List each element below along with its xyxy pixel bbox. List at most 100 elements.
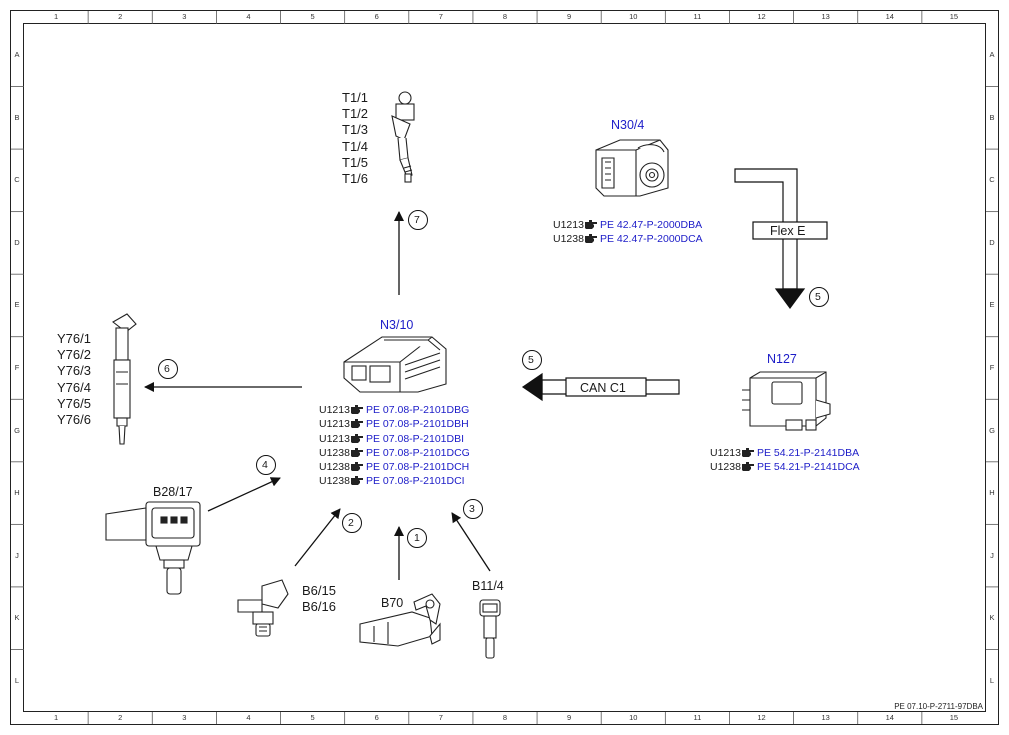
can-bus-label: CAN C1 xyxy=(580,381,626,395)
grid-column-label: 4 xyxy=(246,12,251,21)
marker-5-can: 5 xyxy=(528,354,534,366)
esp-label: N30/4 xyxy=(611,118,645,132)
grid-row-label: C xyxy=(14,175,20,185)
injector-label: Y76/5 xyxy=(57,395,91,411)
grid-column-label: 8 xyxy=(502,12,508,21)
outer-frame xyxy=(10,10,999,725)
grid-column-label: 6 xyxy=(374,12,379,21)
marker-5-flexray: 5 xyxy=(815,291,821,303)
gateway-variant-code: U1238 xyxy=(710,461,741,474)
grid-row-label: L xyxy=(989,675,995,685)
ecu-variant-code: U1238 xyxy=(319,446,350,459)
esp-variant-code: U1238 xyxy=(553,233,584,246)
ecu-document-link[interactable]: PE 07.08-P-2101DCG xyxy=(365,446,470,459)
grid-column-label: 11 xyxy=(693,713,702,722)
pointing-hand-icon xyxy=(350,404,366,416)
pointing-hand-icon xyxy=(584,233,600,245)
ecu-document-link[interactable]: PE 07.08-P-2101DBH xyxy=(365,418,469,431)
ignition-coil-label: T1/3 xyxy=(342,122,369,138)
marker-2: 2 xyxy=(348,517,354,529)
injector-label: Y76/4 xyxy=(57,379,91,395)
grid-row-label: B xyxy=(989,112,995,122)
grid-column-label: 3 xyxy=(182,713,187,722)
grid-column-label: 14 xyxy=(885,713,894,722)
esp-variant-code: U1213 xyxy=(553,219,584,231)
coolant-sensor-label: B11/4 xyxy=(472,579,504,593)
pointing-hand-icon xyxy=(741,461,757,473)
grid-column-label: 15 xyxy=(949,12,959,21)
pressure-sensor-drawing xyxy=(105,501,201,595)
pointing-hand-icon xyxy=(584,219,600,231)
ecu-reference-row: U1213 PE 07.08-P-2101DBG xyxy=(319,403,470,417)
grid-row-label: F xyxy=(14,363,20,372)
crankshaft-sensor-drawing xyxy=(359,593,441,647)
ecu-variant-code: U1213 xyxy=(319,432,350,445)
gateway-label: N127 xyxy=(767,352,797,366)
arrow-from-pressure-sensor xyxy=(207,477,281,512)
grid-row-label: L xyxy=(14,675,20,685)
grid-row-label: C xyxy=(989,175,995,185)
grid-column-label: 12 xyxy=(757,713,766,722)
grid-row-label: F xyxy=(989,363,995,372)
crankshaft-sensor-label: B70 xyxy=(381,596,404,610)
pointing-hand-icon xyxy=(741,447,757,459)
marker-circles xyxy=(158,210,829,548)
esp-reference-row: U1213 PE 42.47-P-2000DBA xyxy=(553,218,703,232)
ignition-coil-drawing xyxy=(391,91,415,183)
grid-column-label: 10 xyxy=(629,713,638,722)
grid-column-label: 13 xyxy=(821,12,830,21)
camshaft-sensor-drawing xyxy=(237,579,289,637)
marker-6: 6 xyxy=(164,363,170,375)
gateway-document-link[interactable]: PE 54.21-P-2141DCA xyxy=(756,461,860,474)
ecu-variant-code: U1213 xyxy=(319,404,350,416)
grid-row-label: D xyxy=(989,237,995,247)
gateway-variant-code: U1213 xyxy=(710,447,741,459)
grid-column-label: 6 xyxy=(374,713,379,722)
camshaft-sensor-labels: B6/15 B6/16 xyxy=(302,583,336,615)
coolant-sensor-drawing xyxy=(479,599,501,659)
grid-row-label: E xyxy=(989,300,995,310)
ecu-document-link[interactable]: PE 07.08-P-2101DCH xyxy=(365,461,470,474)
grid-column-label: 15 xyxy=(949,713,959,722)
gateway-document-link[interactable]: PE 54.21-P-2141DBA xyxy=(756,447,860,459)
injector-label: Y76/2 xyxy=(57,347,91,363)
camshaft-sensor-label: B6/16 xyxy=(302,599,336,615)
ignition-coil-label: T1/6 xyxy=(342,171,369,187)
esp-document-link[interactable]: PE 42.47-P-2000DBA xyxy=(599,219,703,231)
ecu-variant-code: U1238 xyxy=(319,461,350,474)
ecu-variant-code: U1213 xyxy=(319,418,350,431)
grid-column-label: 3 xyxy=(182,12,187,21)
arrow-from-camshaft-sensor xyxy=(294,508,341,567)
pointing-hand-icon xyxy=(350,461,366,473)
esp-unit-drawing xyxy=(595,139,669,197)
grid-column-label: 14 xyxy=(885,12,894,21)
ignition-coil-label: T1/1 xyxy=(342,90,369,105)
ignition-coil-label: T1/2 xyxy=(342,106,369,122)
ecu-document-link[interactable]: PE 07.08-P-2101DBI xyxy=(365,432,465,445)
esp-document-link[interactable]: PE 42.47-P-2000DCA xyxy=(599,233,703,246)
ecu-reference-row: U1238 PE 07.08-P-2101DCH xyxy=(319,460,470,474)
ignition-coil-label: T1/5 xyxy=(342,154,369,170)
document-reference-footer: PE 07.10-P-2711-97DBA xyxy=(894,702,983,711)
gateway-reference-list: U1213 PE 54.21-P-2141DBA U1238 PE 54.21-P-2… xyxy=(710,446,860,475)
injector-drawing xyxy=(112,313,137,445)
grid-row-label: K xyxy=(989,613,995,623)
ecu-document-link[interactable]: PE 07.08-P-2101DCI xyxy=(365,475,465,488)
grid-column-label: 12 xyxy=(757,12,766,21)
injector-label: Y76/1 xyxy=(57,331,91,346)
ecu-reference-list: U1213 PE 07.08-P-2101DBG U1213 PE 07.08-P-2… xyxy=(319,403,470,489)
grid-column-label: 2 xyxy=(118,12,123,21)
grid-row-label: G xyxy=(14,425,20,435)
injector-label: Y76/6 xyxy=(57,412,91,428)
ecu-variant-code: U1238 xyxy=(319,475,350,488)
injector-labels: Y76/1 Y76/2 Y76/3 Y76/4 Y76/5 Y76/6 xyxy=(57,331,91,428)
ecu-document-link[interactable]: PE 07.08-P-2101DBG xyxy=(365,404,470,416)
grid-column-label: 9 xyxy=(567,713,572,722)
grid-column-label: 8 xyxy=(502,713,508,722)
pointing-hand-icon xyxy=(350,475,366,487)
ecu-reference-row: U1213 PE 07.08-P-2101DBH xyxy=(319,417,470,431)
marker-1: 1 xyxy=(414,532,420,544)
gateway-reference-row: U1238 PE 54.21-P-2141DCA xyxy=(710,460,860,474)
grid-column-label: 5 xyxy=(310,713,315,722)
